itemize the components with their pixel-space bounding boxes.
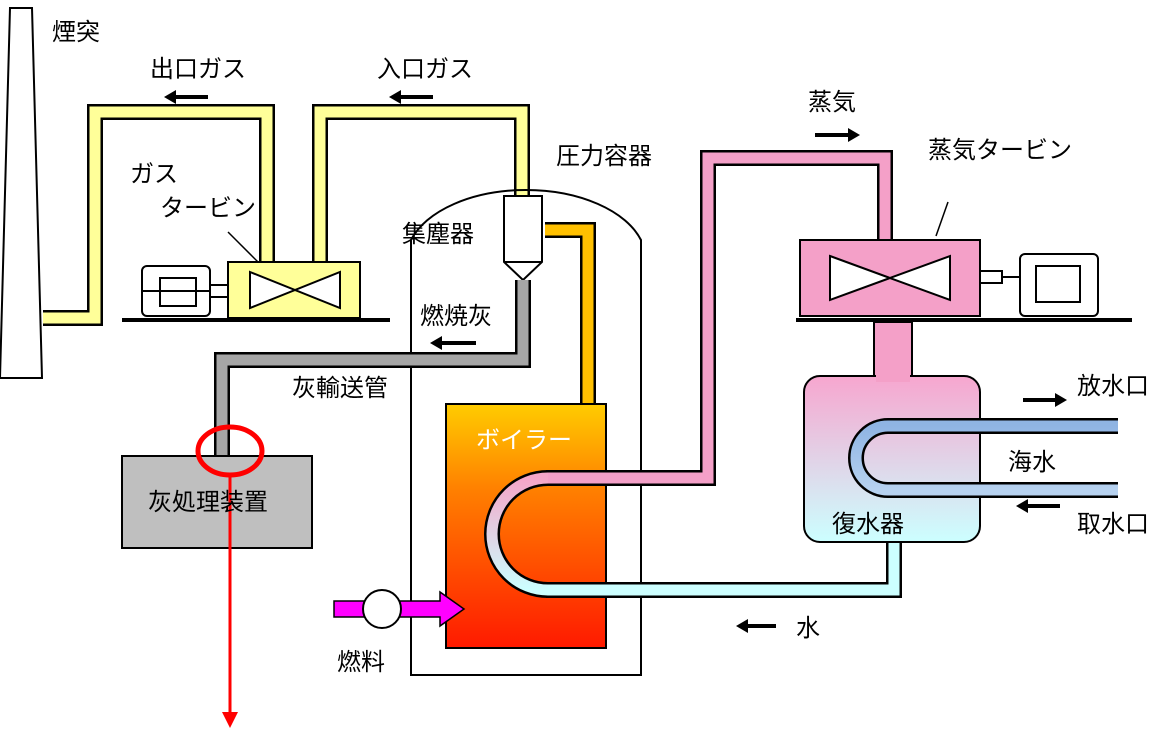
boiler-riser-pipe bbox=[545, 222, 596, 404]
boiler-label: ボイラー bbox=[476, 426, 572, 454]
chimney-label: 煙突 bbox=[52, 18, 100, 46]
intake-label: 取水口 bbox=[1077, 510, 1149, 538]
flow-arrow-inlet-gas bbox=[389, 90, 433, 104]
fuel-pump bbox=[362, 589, 402, 629]
highlight-arrowhead bbox=[222, 712, 238, 728]
boiler bbox=[445, 403, 607, 649]
dust-collector bbox=[503, 195, 543, 282]
flow-arrow-ash bbox=[430, 336, 476, 350]
gas-turbine-label-2: タービン bbox=[160, 194, 256, 222]
pressure-vessel bbox=[410, 188, 642, 676]
dust-collector-label: 集塵器 bbox=[402, 220, 474, 248]
ash-pipe-label: 灰輸送管 bbox=[292, 374, 388, 402]
steam-turbine-label: 蒸気タービン bbox=[928, 136, 1072, 164]
outlet-gas-label: 出口ガス bbox=[150, 55, 246, 83]
highlight-ring bbox=[195, 424, 265, 478]
pressure-vessel-label: 圧力容器 bbox=[556, 142, 652, 170]
flow-arrow-water bbox=[736, 619, 776, 633]
chimney bbox=[0, 7, 44, 379]
flow-arrow-steam bbox=[815, 128, 860, 142]
discharge-outlet-label: 放水口 bbox=[1077, 372, 1149, 400]
seawater-label: 海水 bbox=[1008, 448, 1056, 476]
ash-treatment-label: 灰処理装置 bbox=[148, 488, 268, 516]
flow-arrow-outlet-gas bbox=[164, 90, 208, 104]
flow-arrow-discharge bbox=[1023, 393, 1067, 407]
steam-label: 蒸気 bbox=[808, 88, 856, 116]
combustion-ash-label: 燃焼灰 bbox=[420, 302, 492, 330]
water-label: 水 bbox=[796, 614, 820, 642]
inlet-gas-label: 入口ガス bbox=[377, 55, 473, 83]
flow-arrow-intake bbox=[1016, 499, 1060, 513]
gas-turbine-label-1: ガス bbox=[130, 160, 178, 188]
condenser-label: 復水器 bbox=[832, 510, 904, 538]
fuel-label: 燃料 bbox=[337, 648, 385, 676]
